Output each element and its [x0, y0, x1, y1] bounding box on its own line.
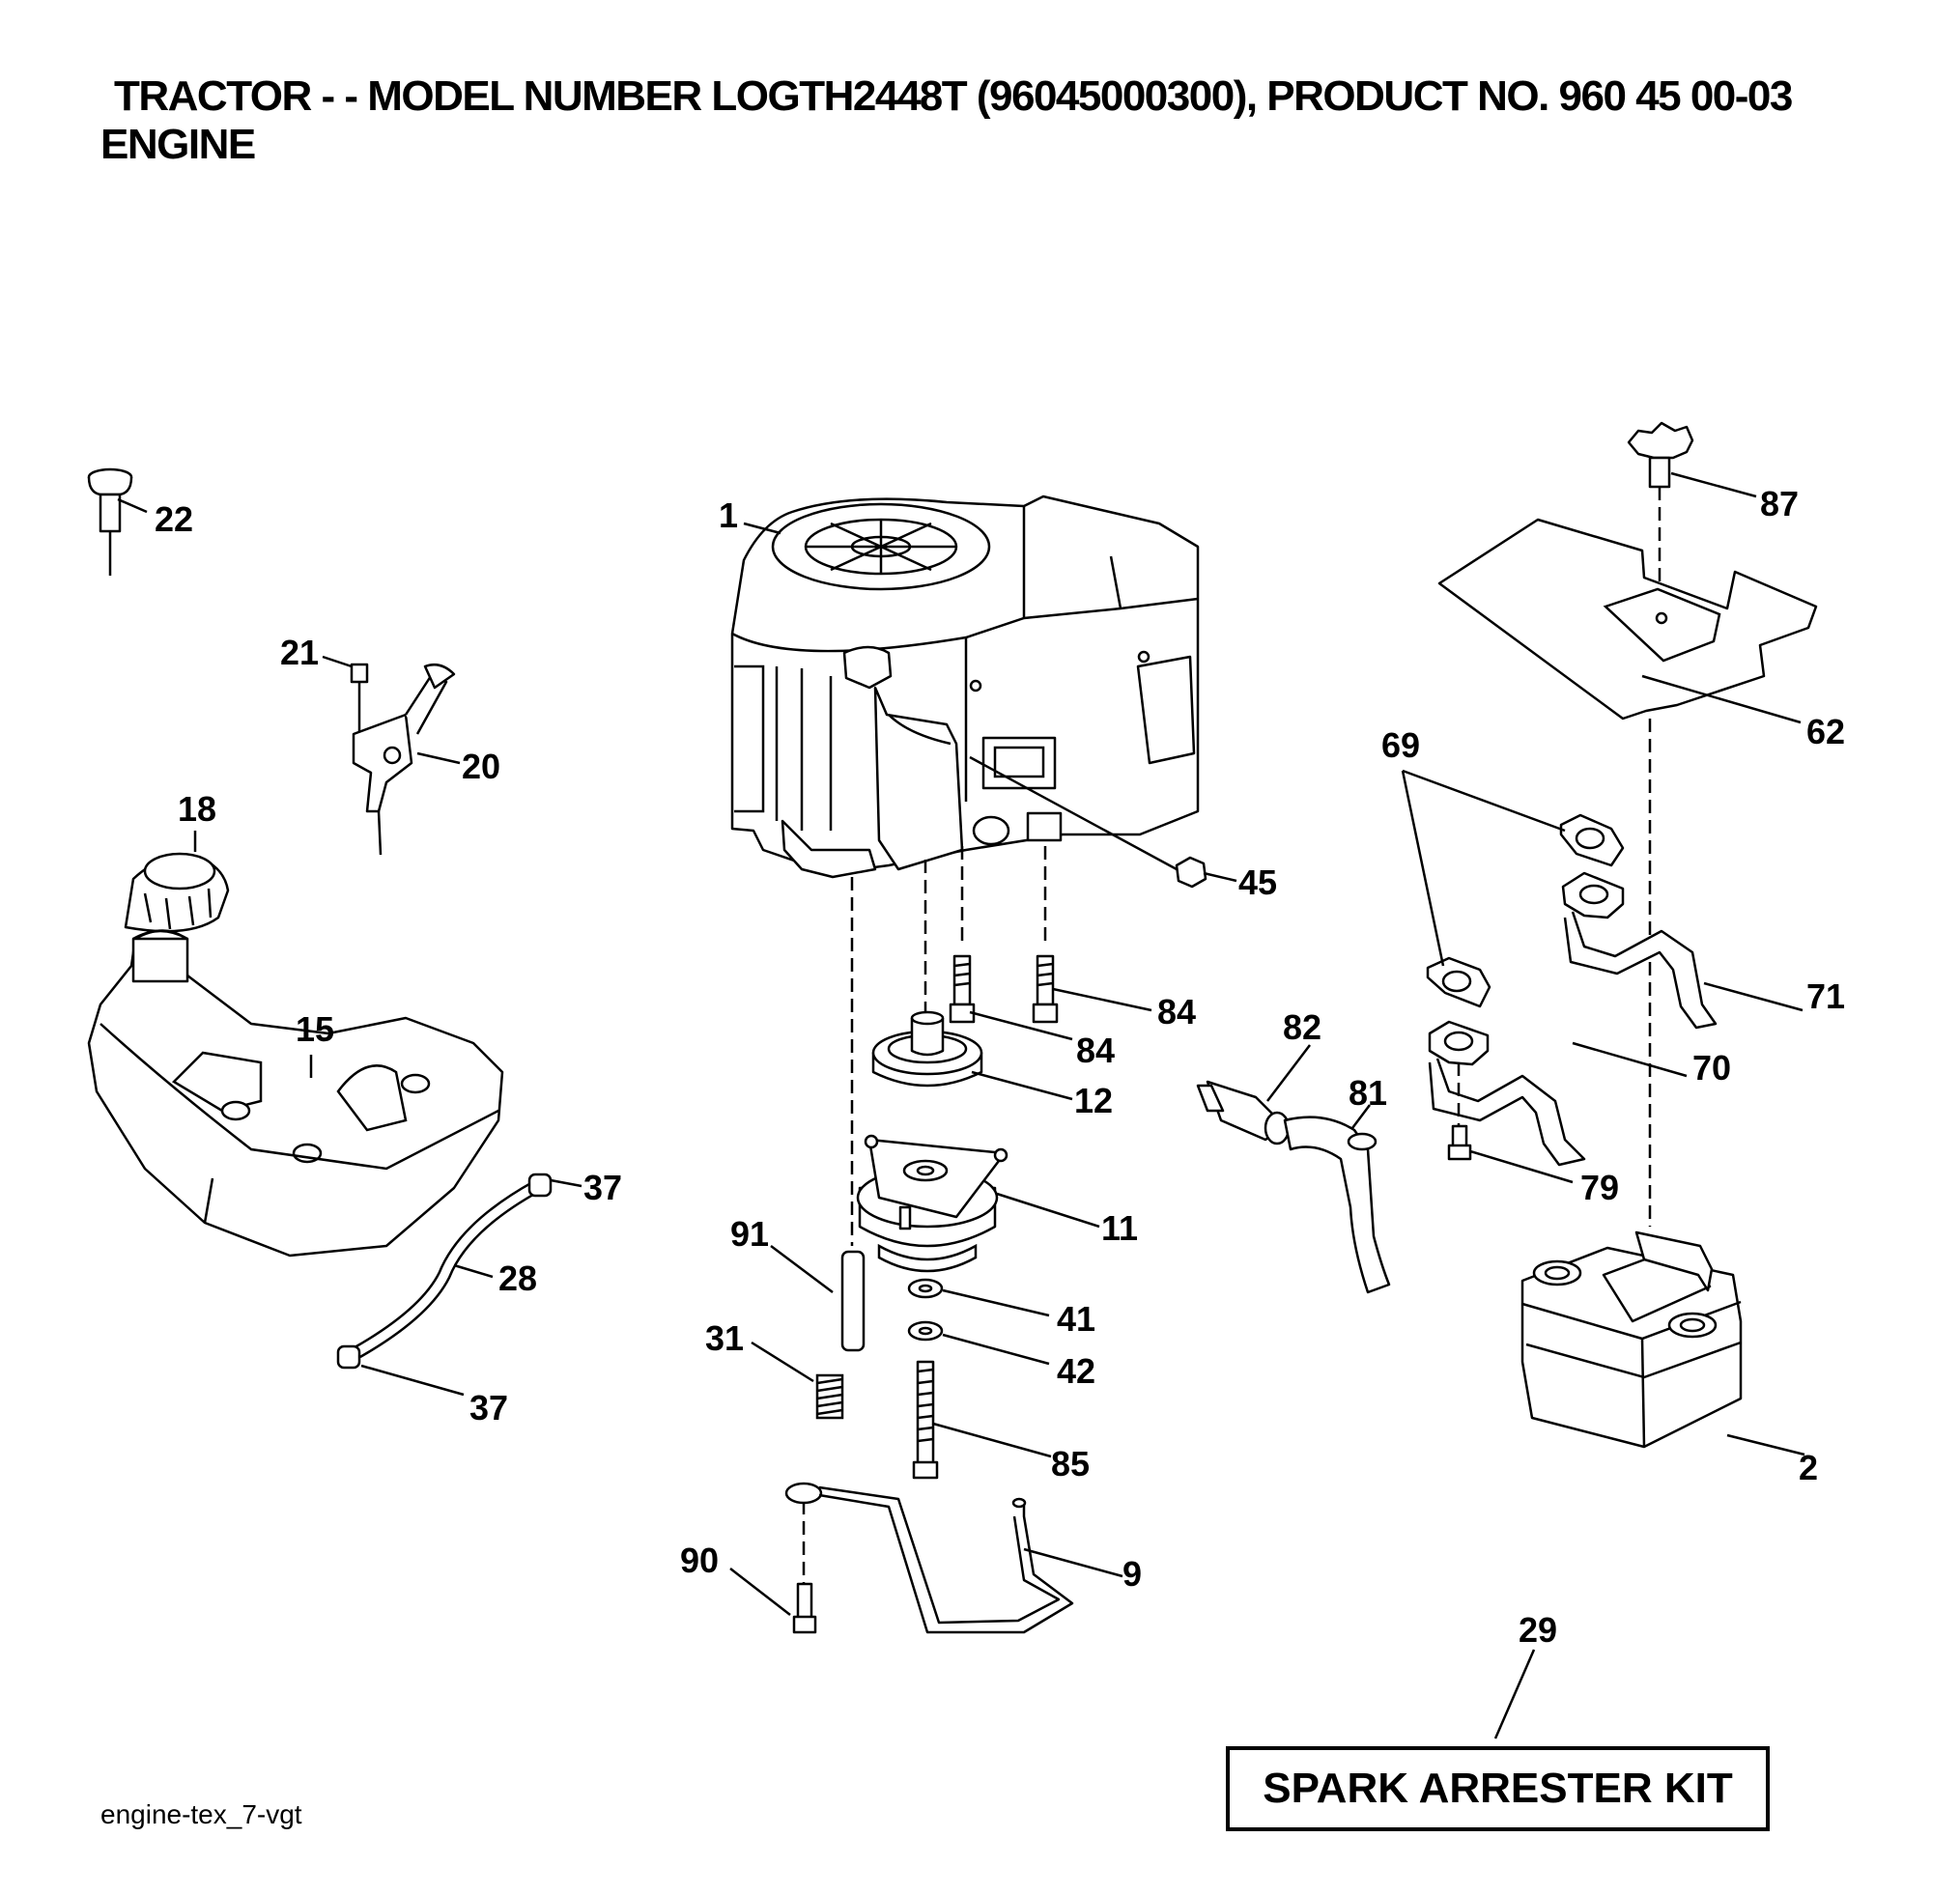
callout-82: 82	[1283, 1007, 1321, 1047]
leader-12	[971, 1070, 1073, 1101]
leader-11	[996, 1192, 1100, 1229]
callout-45: 45	[1238, 862, 1277, 902]
leader-2	[1726, 1433, 1805, 1456]
part-12-drawing	[871, 1010, 983, 1088]
leader-21	[322, 655, 353, 668]
callout-71: 71	[1806, 976, 1845, 1016]
part-11-drawing	[856, 1134, 1008, 1273]
callout-85: 85	[1051, 1444, 1090, 1484]
leader-31	[751, 1341, 814, 1383]
callout-41: 41	[1057, 1299, 1095, 1339]
callout-11: 11	[1101, 1208, 1138, 1248]
leader-69-b	[1401, 770, 1445, 967]
callout-21: 21	[280, 633, 319, 672]
leader-87	[1670, 471, 1757, 498]
leader-69-a	[1402, 769, 1566, 833]
callout-87: 87	[1760, 484, 1799, 523]
part-81-82-drawing	[1196, 1080, 1391, 1294]
part-90-drawing	[792, 1501, 817, 1634]
part-1-engine-drawing	[730, 495, 1200, 879]
part-2-muffler-drawing	[1520, 1230, 1743, 1449]
leader-79	[1469, 1149, 1574, 1184]
leader-9	[1023, 1547, 1123, 1578]
callout-70: 70	[1692, 1048, 1731, 1088]
leader-85	[932, 1422, 1052, 1458]
callout-22: 22	[155, 499, 193, 539]
callout-2: 2	[1799, 1448, 1818, 1487]
leader-84a	[969, 1010, 1073, 1041]
part-87-drawing	[1627, 421, 1694, 599]
leader-37b	[360, 1364, 465, 1397]
leader-1	[743, 522, 781, 535]
leader-84b	[1052, 987, 1152, 1012]
callout-29: 29	[1519, 1610, 1557, 1650]
part-41-42-drawing	[907, 1278, 944, 1342]
part-69-drawing	[1426, 813, 1625, 1008]
callout-81: 81	[1349, 1073, 1387, 1113]
callout-84a: 84	[1076, 1031, 1115, 1070]
callout-37b: 37	[469, 1388, 508, 1428]
part-70-71-drawing	[1428, 871, 1718, 1167]
leader-37a	[550, 1178, 582, 1188]
callout-18: 18	[178, 789, 216, 829]
callout-28: 28	[498, 1258, 537, 1298]
part-84-drawing	[949, 954, 1059, 1024]
leader-70	[1572, 1041, 1688, 1078]
leader-22	[117, 497, 148, 514]
leader-62	[1641, 674, 1802, 724]
leader-45-a	[969, 755, 1178, 871]
part-28-37-drawing	[336, 1173, 553, 1370]
callout-84b: 84	[1157, 992, 1196, 1032]
part-20-21-drawing	[350, 663, 456, 856]
part-85-drawing	[912, 1360, 939, 1480]
section-title: ENGINE	[100, 121, 256, 168]
part-31-drawing	[815, 1373, 844, 1420]
callout-90: 90	[680, 1541, 719, 1580]
callout-12: 12	[1074, 1081, 1113, 1120]
part-62-drawing	[1437, 518, 1818, 1227]
part-15-drawing	[87, 929, 504, 1258]
part-18-drawing	[124, 852, 230, 933]
leader-29	[1493, 1649, 1536, 1739]
callout-37a: 37	[583, 1168, 622, 1207]
part-22-drawing	[87, 467, 133, 576]
leader-81	[1351, 1104, 1371, 1129]
drawing-code: engine-tex_7-vgt	[100, 1799, 302, 1829]
callout-15: 15	[296, 1009, 334, 1049]
spark-arrester-kit-label: SPARK ARRESTER KIT	[1263, 1765, 1733, 1812]
spark-arrester-kit-box: SPARK ARRESTER KIT	[1226, 1746, 1770, 1831]
leader-28	[453, 1263, 494, 1279]
part-9-drawing	[784, 1482, 1074, 1634]
leader-45	[1203, 871, 1237, 883]
part-45-drawing	[1175, 856, 1207, 889]
callout-62: 62	[1806, 712, 1845, 751]
leader-41	[942, 1288, 1050, 1317]
callout-9: 9	[1122, 1554, 1142, 1594]
leader-91	[770, 1245, 834, 1293]
leader-90	[729, 1568, 791, 1616]
leader-82	[1266, 1044, 1311, 1102]
part-91-drawing	[840, 1250, 866, 1352]
leader-42	[942, 1333, 1050, 1366]
leader-20	[416, 751, 461, 765]
callout-91: 91	[730, 1214, 769, 1254]
callout-79: 79	[1580, 1168, 1619, 1207]
callout-69: 69	[1381, 725, 1420, 765]
page-title: TRACTOR - - MODEL NUMBER LOGTH2448T (960…	[114, 72, 1793, 120]
callout-42: 42	[1057, 1351, 1095, 1391]
callout-31: 31	[705, 1318, 744, 1358]
callout-20: 20	[462, 747, 500, 786]
callout-labels: 1 2 9 11 12 15 18 20 21 22 28 29 31 37 3…	[155, 484, 1845, 1650]
callout-1: 1	[719, 495, 738, 535]
leader-71	[1703, 981, 1804, 1012]
